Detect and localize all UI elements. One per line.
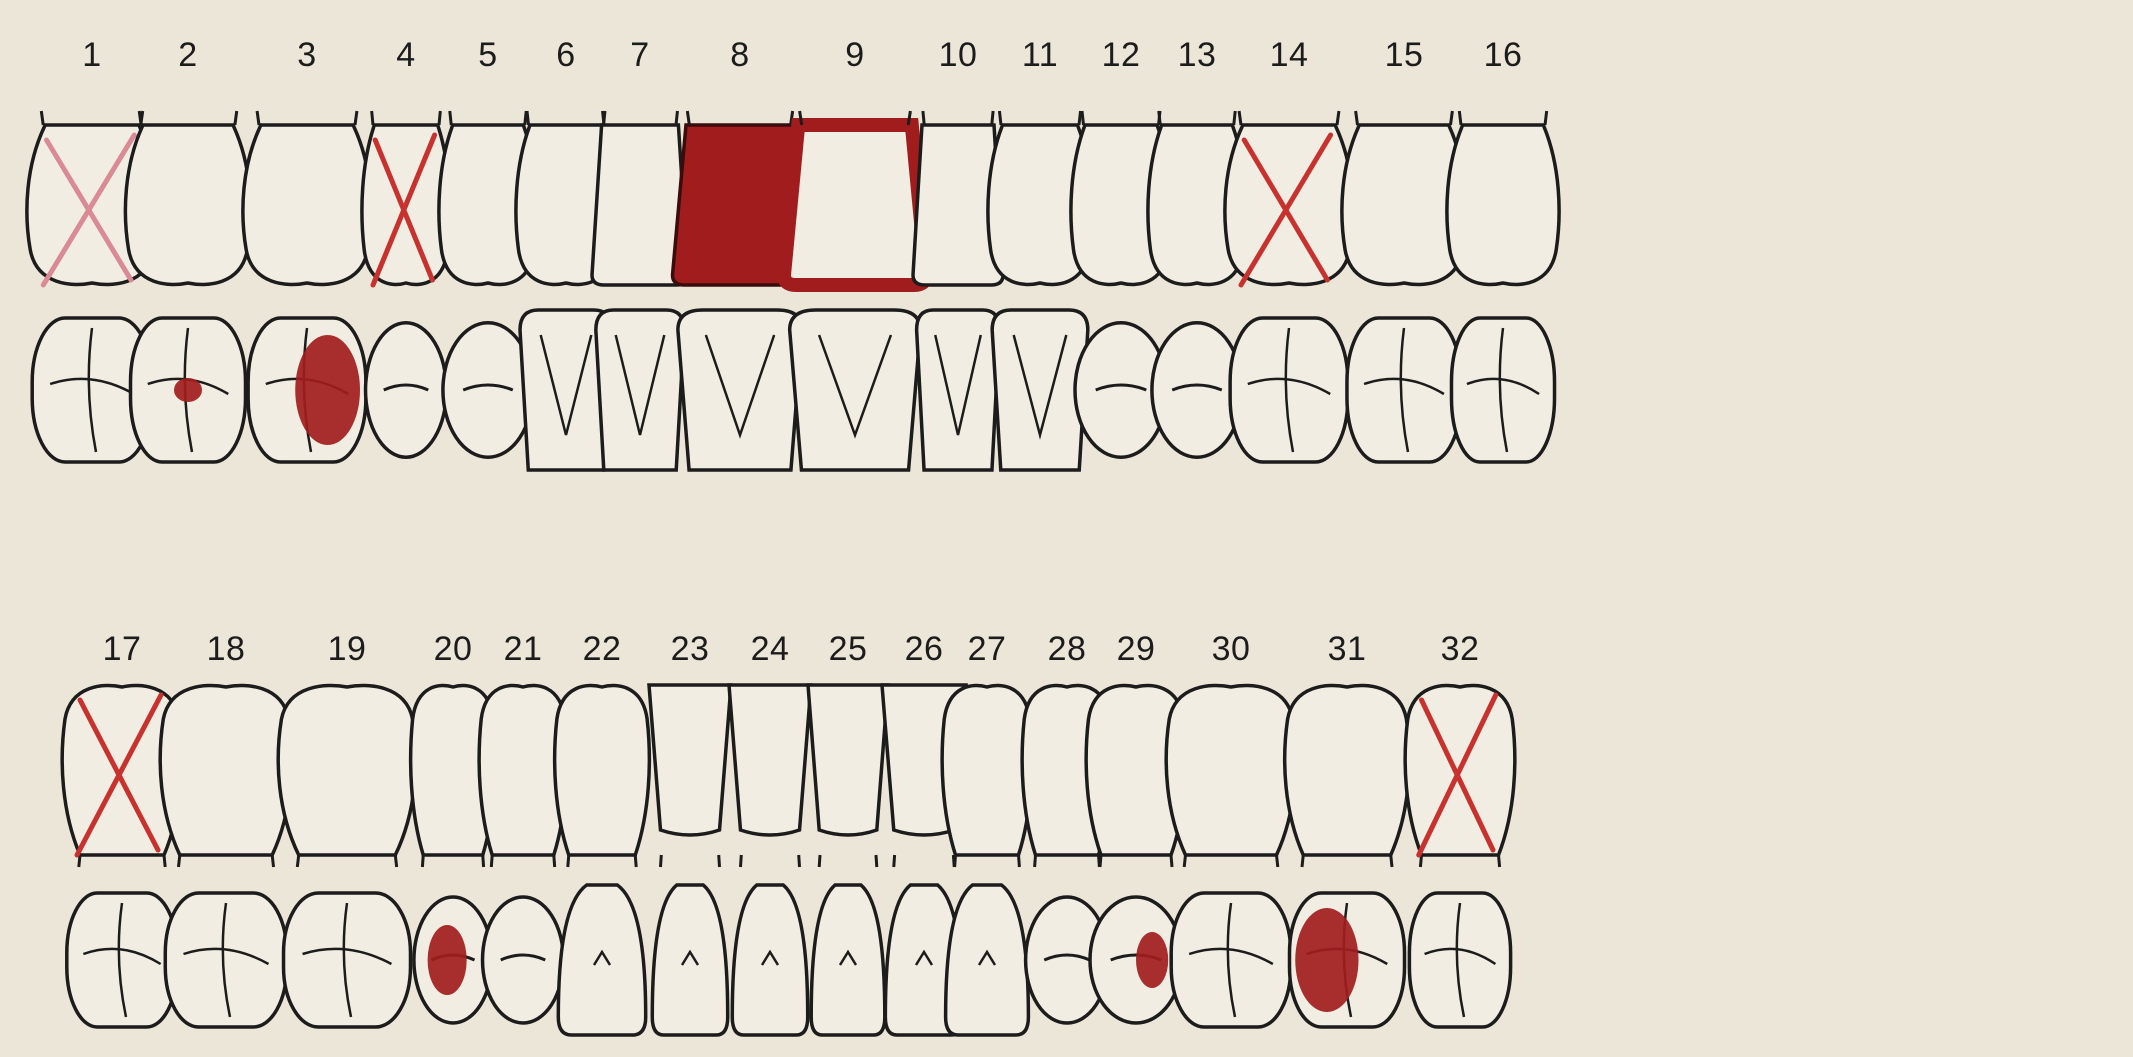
tooth-number: 4: [396, 36, 415, 75]
tooth-number: 17: [103, 630, 142, 669]
tooth-number: 26: [905, 630, 944, 669]
tooth-number: 2: [178, 36, 197, 75]
tooth-number: 25: [829, 630, 868, 669]
tooth-9: [784, 111, 926, 470]
tooth-number: 32: [1441, 630, 1480, 669]
tooth-7: [592, 111, 688, 470]
tooth-number: 9: [845, 36, 864, 75]
tooth-number: 24: [751, 630, 790, 669]
tooth-number: 21: [504, 630, 543, 669]
tooth-number: 11: [1022, 36, 1058, 75]
tooth-number: 13: [1178, 36, 1217, 75]
tooth-30: [1166, 686, 1296, 1027]
tooth-number: 20: [434, 630, 473, 669]
tooth-32: [1405, 686, 1515, 1027]
tooth-number: 27: [968, 630, 1007, 669]
tooth-number: 16: [1484, 36, 1523, 75]
tooth-number: 14: [1270, 36, 1309, 75]
tooth-number: 10: [939, 36, 978, 75]
tooth-number: 28: [1048, 630, 1087, 669]
tooth-14: [1225, 111, 1353, 462]
tooth-24: [729, 685, 811, 1035]
tooth-15: [1342, 111, 1466, 462]
tooth-18: [160, 686, 292, 1027]
tooth-number: 3: [297, 36, 316, 75]
tooth-3: [243, 111, 371, 462]
tooth-22: [555, 686, 650, 1035]
tooth-23: [649, 685, 731, 1035]
tooth-number: 5: [478, 36, 497, 75]
tooth-number: 12: [1102, 36, 1141, 75]
tooth-number: 15: [1385, 36, 1424, 75]
tooth-27: [942, 686, 1032, 1035]
tooth-number: 1: [82, 36, 101, 75]
tooth-number: 18: [207, 630, 246, 669]
tooth-10: [913, 111, 1003, 470]
tooth-number: 23: [671, 630, 710, 669]
tooth-19: [278, 686, 416, 1027]
tooth-number: 6: [556, 36, 575, 75]
tooth-number: 31: [1328, 630, 1367, 669]
tooth-number: 7: [630, 36, 649, 75]
tooth-number: 29: [1117, 630, 1156, 669]
tooth-number: 22: [583, 630, 622, 669]
tooth-4: [362, 111, 450, 457]
tooth-number: 19: [328, 630, 367, 669]
tooth-number: 8: [730, 36, 749, 75]
tooth-16: [1447, 111, 1559, 462]
tooth-2: [125, 111, 250, 462]
tooth-31: [1285, 686, 1410, 1027]
tooth-number: 30: [1212, 630, 1251, 669]
tooth-25: [808, 685, 888, 1035]
